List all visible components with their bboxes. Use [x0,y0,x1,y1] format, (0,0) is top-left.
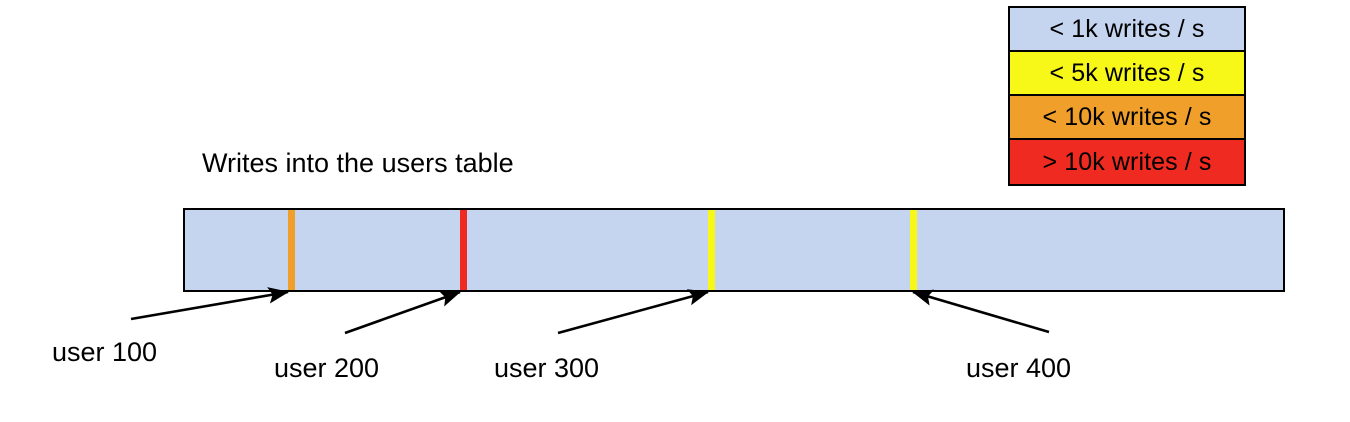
legend-item-lt-10k: < 10k writes / s [1010,96,1244,140]
legend-item-label: < 5k writes / s [1049,58,1205,87]
legend-item-label: < 1k writes / s [1049,14,1205,43]
arrow-user-200 [344,290,461,335]
legend-item-label: < 10k writes / s [1042,102,1212,131]
stripe-user-200 [460,210,467,290]
users-table-bar [183,208,1285,292]
stripe-user-300 [708,210,715,290]
arrow-user-300 [557,289,710,335]
callout-label-user-200: user 200 [274,353,380,383]
arrow-user-100 [130,287,290,321]
callout-label-user-300: user 300 [494,353,600,383]
stripe-user-100 [288,210,295,290]
legend-item-lt-1k: < 1k writes / s [1010,8,1244,52]
callout-label-user-400: user 400 [966,353,1072,383]
legend-item-gt-10k: > 10k writes / s [1010,140,1244,184]
legend: < 1k writes / s < 5k writes / s < 10k wr… [1008,6,1246,186]
page-title: Writes into the users table [202,148,514,178]
callout-label-user-100: user 100 [52,337,158,367]
arrow-user-400 [912,289,1050,334]
legend-item-lt-5k: < 5k writes / s [1010,52,1244,96]
stripe-user-400 [910,210,917,290]
legend-item-label: > 10k writes / s [1042,147,1212,176]
